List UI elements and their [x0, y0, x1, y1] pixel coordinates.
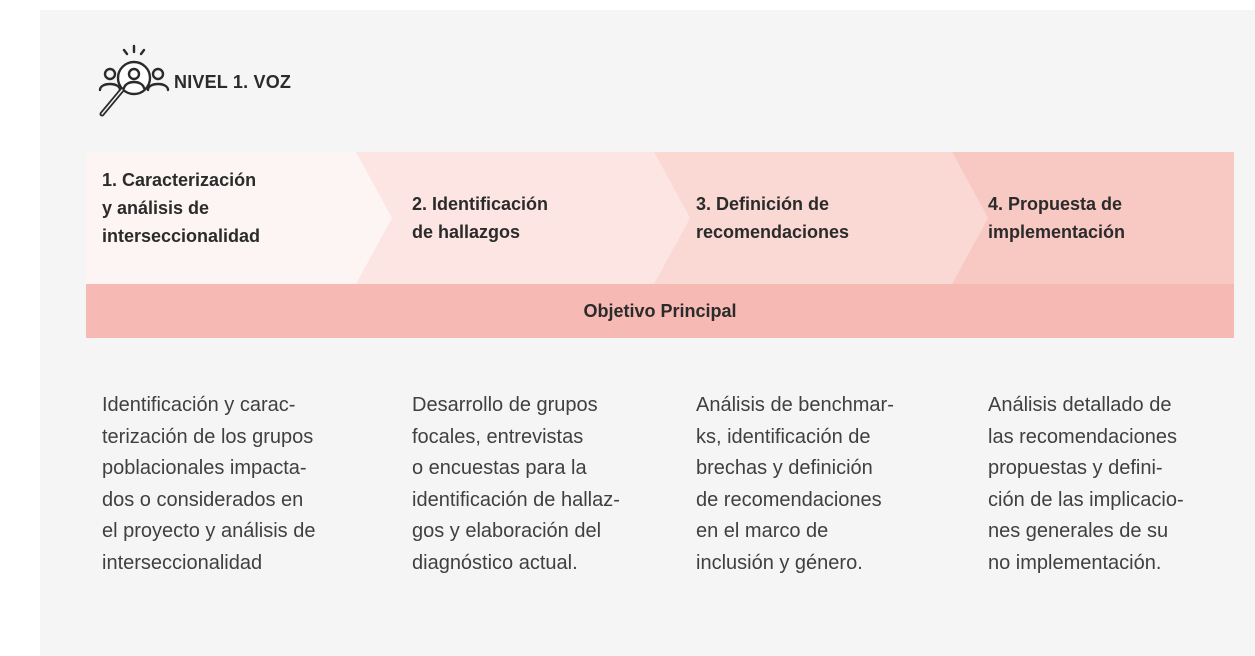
step-3-shape — [654, 152, 988, 284]
step-1-description: Identificación y carac- terización de lo… — [102, 394, 316, 574]
step-4-description: Análisis detallado de las recomendacione… — [988, 394, 1184, 574]
objective-label: Objetivo Principal — [583, 300, 737, 321]
step-2-shape — [356, 152, 690, 284]
process-steps: 1. Caracterización y análisis de interse… — [86, 152, 1234, 284]
step-4-label: 4. Propuesta de implementación — [988, 194, 1126, 242]
step-2-description: Desarrollo de grupos focales, entrevista… — [412, 394, 620, 574]
steps-chevrons — [86, 152, 1234, 284]
magnifier-people-icon — [98, 44, 170, 117]
step-1-shape — [86, 152, 392, 284]
step-3-label: 3. Definición de recomendaciones — [696, 194, 850, 242]
step-2-label: 2. Identificación de hallazgos — [412, 194, 549, 242]
step-3-description: Análisis de benchmar- ks, identificación… — [696, 394, 894, 574]
step-4-shape — [952, 152, 1234, 284]
level-title: NIVEL 1. VOZ — [174, 71, 292, 92]
level-header: NIVEL 1. VOZ — [88, 40, 291, 126]
objective-bar: Objetivo Principal — [86, 284, 1234, 338]
step-1-label: 1. Caracterización y análisis de interse… — [102, 170, 261, 246]
